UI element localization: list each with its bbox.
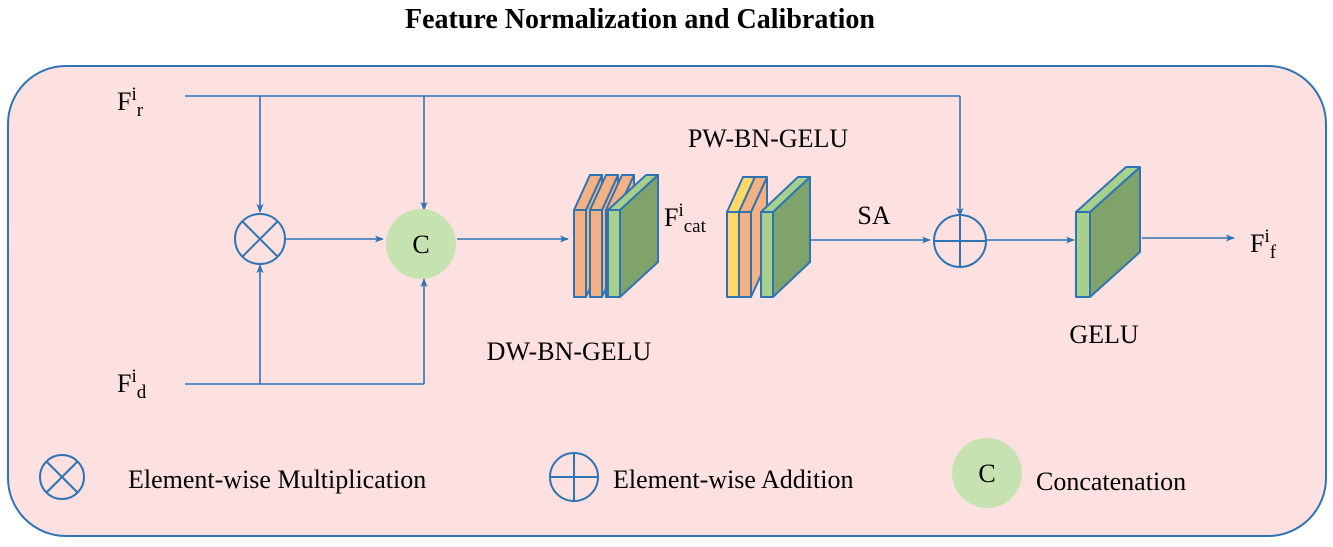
legend-multiply-icon [39, 454, 85, 500]
legend-addition-icon [549, 452, 599, 502]
concat-node: C [386, 209, 456, 279]
fcat-label: Ficat [664, 200, 707, 237]
legend-addition-label: Element-wise Addition [613, 465, 853, 494]
input-fr-label: Fir [117, 84, 144, 121]
legend-concatenation-label: Concatenation [1036, 467, 1186, 496]
diagram-title: Feature Normalization and Calibration [405, 4, 875, 35]
legend-concat-icon: C [952, 438, 1022, 508]
gelu-label: GELU [1069, 320, 1139, 349]
addition-operator-icon [933, 214, 987, 268]
output-ff-label: Fif [1250, 226, 1277, 263]
legend-multiplication-label: Element-wise Multiplication [128, 465, 426, 494]
module-panel [7, 65, 1327, 537]
pw-bn-gelu-label: PW-BN-GELU [688, 124, 849, 153]
legend-concat-symbol: C [978, 459, 995, 488]
concat-node-label: C [412, 230, 429, 259]
connections [185, 95, 1235, 385]
sa-label: SA [857, 201, 890, 230]
gelu-block [1075, 166, 1141, 298]
dw-feature-stack [573, 174, 659, 298]
legend: Element-wise Multiplication Element-wise… [39, 438, 1186, 508]
pw-feature-stack [726, 176, 811, 298]
multiply-operator-icon [234, 213, 286, 265]
dw-bn-gelu-label: DW-BN-GELU [487, 337, 652, 366]
input-fd-label: Fid [117, 366, 147, 403]
